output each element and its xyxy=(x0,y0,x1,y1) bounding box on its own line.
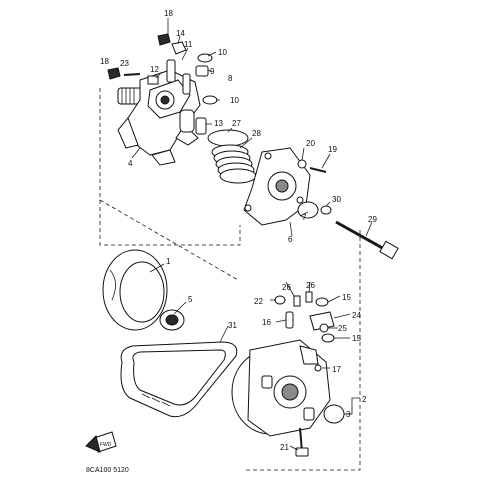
primary-spider xyxy=(117,69,201,166)
callout-31: 31 xyxy=(228,321,237,330)
callout-15-upper: 15 xyxy=(342,293,351,302)
secondary-sheave xyxy=(231,339,331,437)
leader-lines xyxy=(131,18,373,451)
nut-25 xyxy=(319,323,329,333)
callout-12: 12 xyxy=(150,65,159,74)
sliding-sheave-1 xyxy=(102,249,168,331)
long-bolt-29 xyxy=(335,220,399,260)
callout-2: 2 xyxy=(362,395,367,404)
callout-22: 22 xyxy=(254,297,263,306)
callout-18-left: 18 xyxy=(100,57,109,66)
pin-23 xyxy=(123,73,141,76)
clip-18-top xyxy=(157,33,171,46)
callout-26-right: 26 xyxy=(306,281,315,290)
callout-21: 21 xyxy=(280,443,289,452)
callout-19: 19 xyxy=(328,145,337,154)
ramp-24 xyxy=(309,311,335,331)
fwd-label: FWD xyxy=(100,442,112,448)
spring-seat-27 xyxy=(207,129,249,147)
bolt-head-20 xyxy=(297,159,307,169)
callout-11: 11 xyxy=(184,40,193,49)
callout-20: 20 xyxy=(306,139,315,148)
callout-8: 8 xyxy=(228,74,233,83)
fwd-arrow-icon: FWD xyxy=(85,431,117,453)
washer-22 xyxy=(274,295,286,305)
bolt-19 xyxy=(309,167,327,173)
callout-9: 9 xyxy=(210,67,215,76)
bushing-5 xyxy=(159,309,185,331)
callout-5: 5 xyxy=(188,295,193,304)
callout-24: 24 xyxy=(352,311,361,320)
callout-6: 6 xyxy=(288,235,293,244)
washer-30 xyxy=(320,205,332,215)
callout-17: 17 xyxy=(332,365,341,374)
part-callouts: 18 14 10 11 9 8 10 12 18 23 13 4 27 28 2… xyxy=(100,9,377,452)
callout-1: 1 xyxy=(166,257,171,266)
callout-15-lower: 15 xyxy=(352,334,361,343)
bolt-21 xyxy=(295,427,309,457)
pin-16 xyxy=(285,311,294,329)
clip-18-left xyxy=(107,67,121,80)
callout-28: 28 xyxy=(252,129,261,138)
roller-pin xyxy=(166,59,176,83)
callout-14: 14 xyxy=(176,29,185,38)
collar-26a xyxy=(293,295,301,307)
callout-30: 30 xyxy=(332,195,341,204)
collar-26b xyxy=(305,291,313,303)
callout-25: 25 xyxy=(338,324,347,333)
washer-10-lower xyxy=(202,95,218,105)
cover-plate xyxy=(243,147,311,226)
bushing-3 xyxy=(323,404,345,424)
bushing-9 xyxy=(195,65,209,77)
callout-16: 16 xyxy=(262,318,271,327)
collar-13 xyxy=(195,117,207,135)
callout-23: 23 xyxy=(120,59,129,68)
pin-12 xyxy=(147,75,159,85)
weight-pin xyxy=(182,73,191,95)
spring-assembly xyxy=(207,129,257,184)
group-boundary-lines xyxy=(99,88,361,471)
callout-7: 7 xyxy=(302,213,307,222)
primary-sheave-assembly xyxy=(107,33,218,166)
callout-29: 29 xyxy=(368,215,377,224)
drawing-code: 8CA100 5120 xyxy=(86,467,129,474)
compression-spring-28 xyxy=(211,144,257,184)
drive-belt-31 xyxy=(120,341,238,418)
callout-10-lower: 10 xyxy=(230,96,239,105)
callout-13: 13 xyxy=(214,119,223,128)
nut-17 xyxy=(314,364,322,372)
washer-15-lower xyxy=(321,333,335,343)
callout-10-upper: 10 xyxy=(218,48,227,57)
callout-26-left: 26 xyxy=(282,283,291,292)
callout-3: 3 xyxy=(346,410,351,419)
callout-27: 27 xyxy=(232,119,241,128)
washer-15-upper xyxy=(315,297,329,307)
bushing-7 xyxy=(297,201,319,219)
callout-18-top: 18 xyxy=(164,9,173,18)
callout-4: 4 xyxy=(128,159,133,168)
